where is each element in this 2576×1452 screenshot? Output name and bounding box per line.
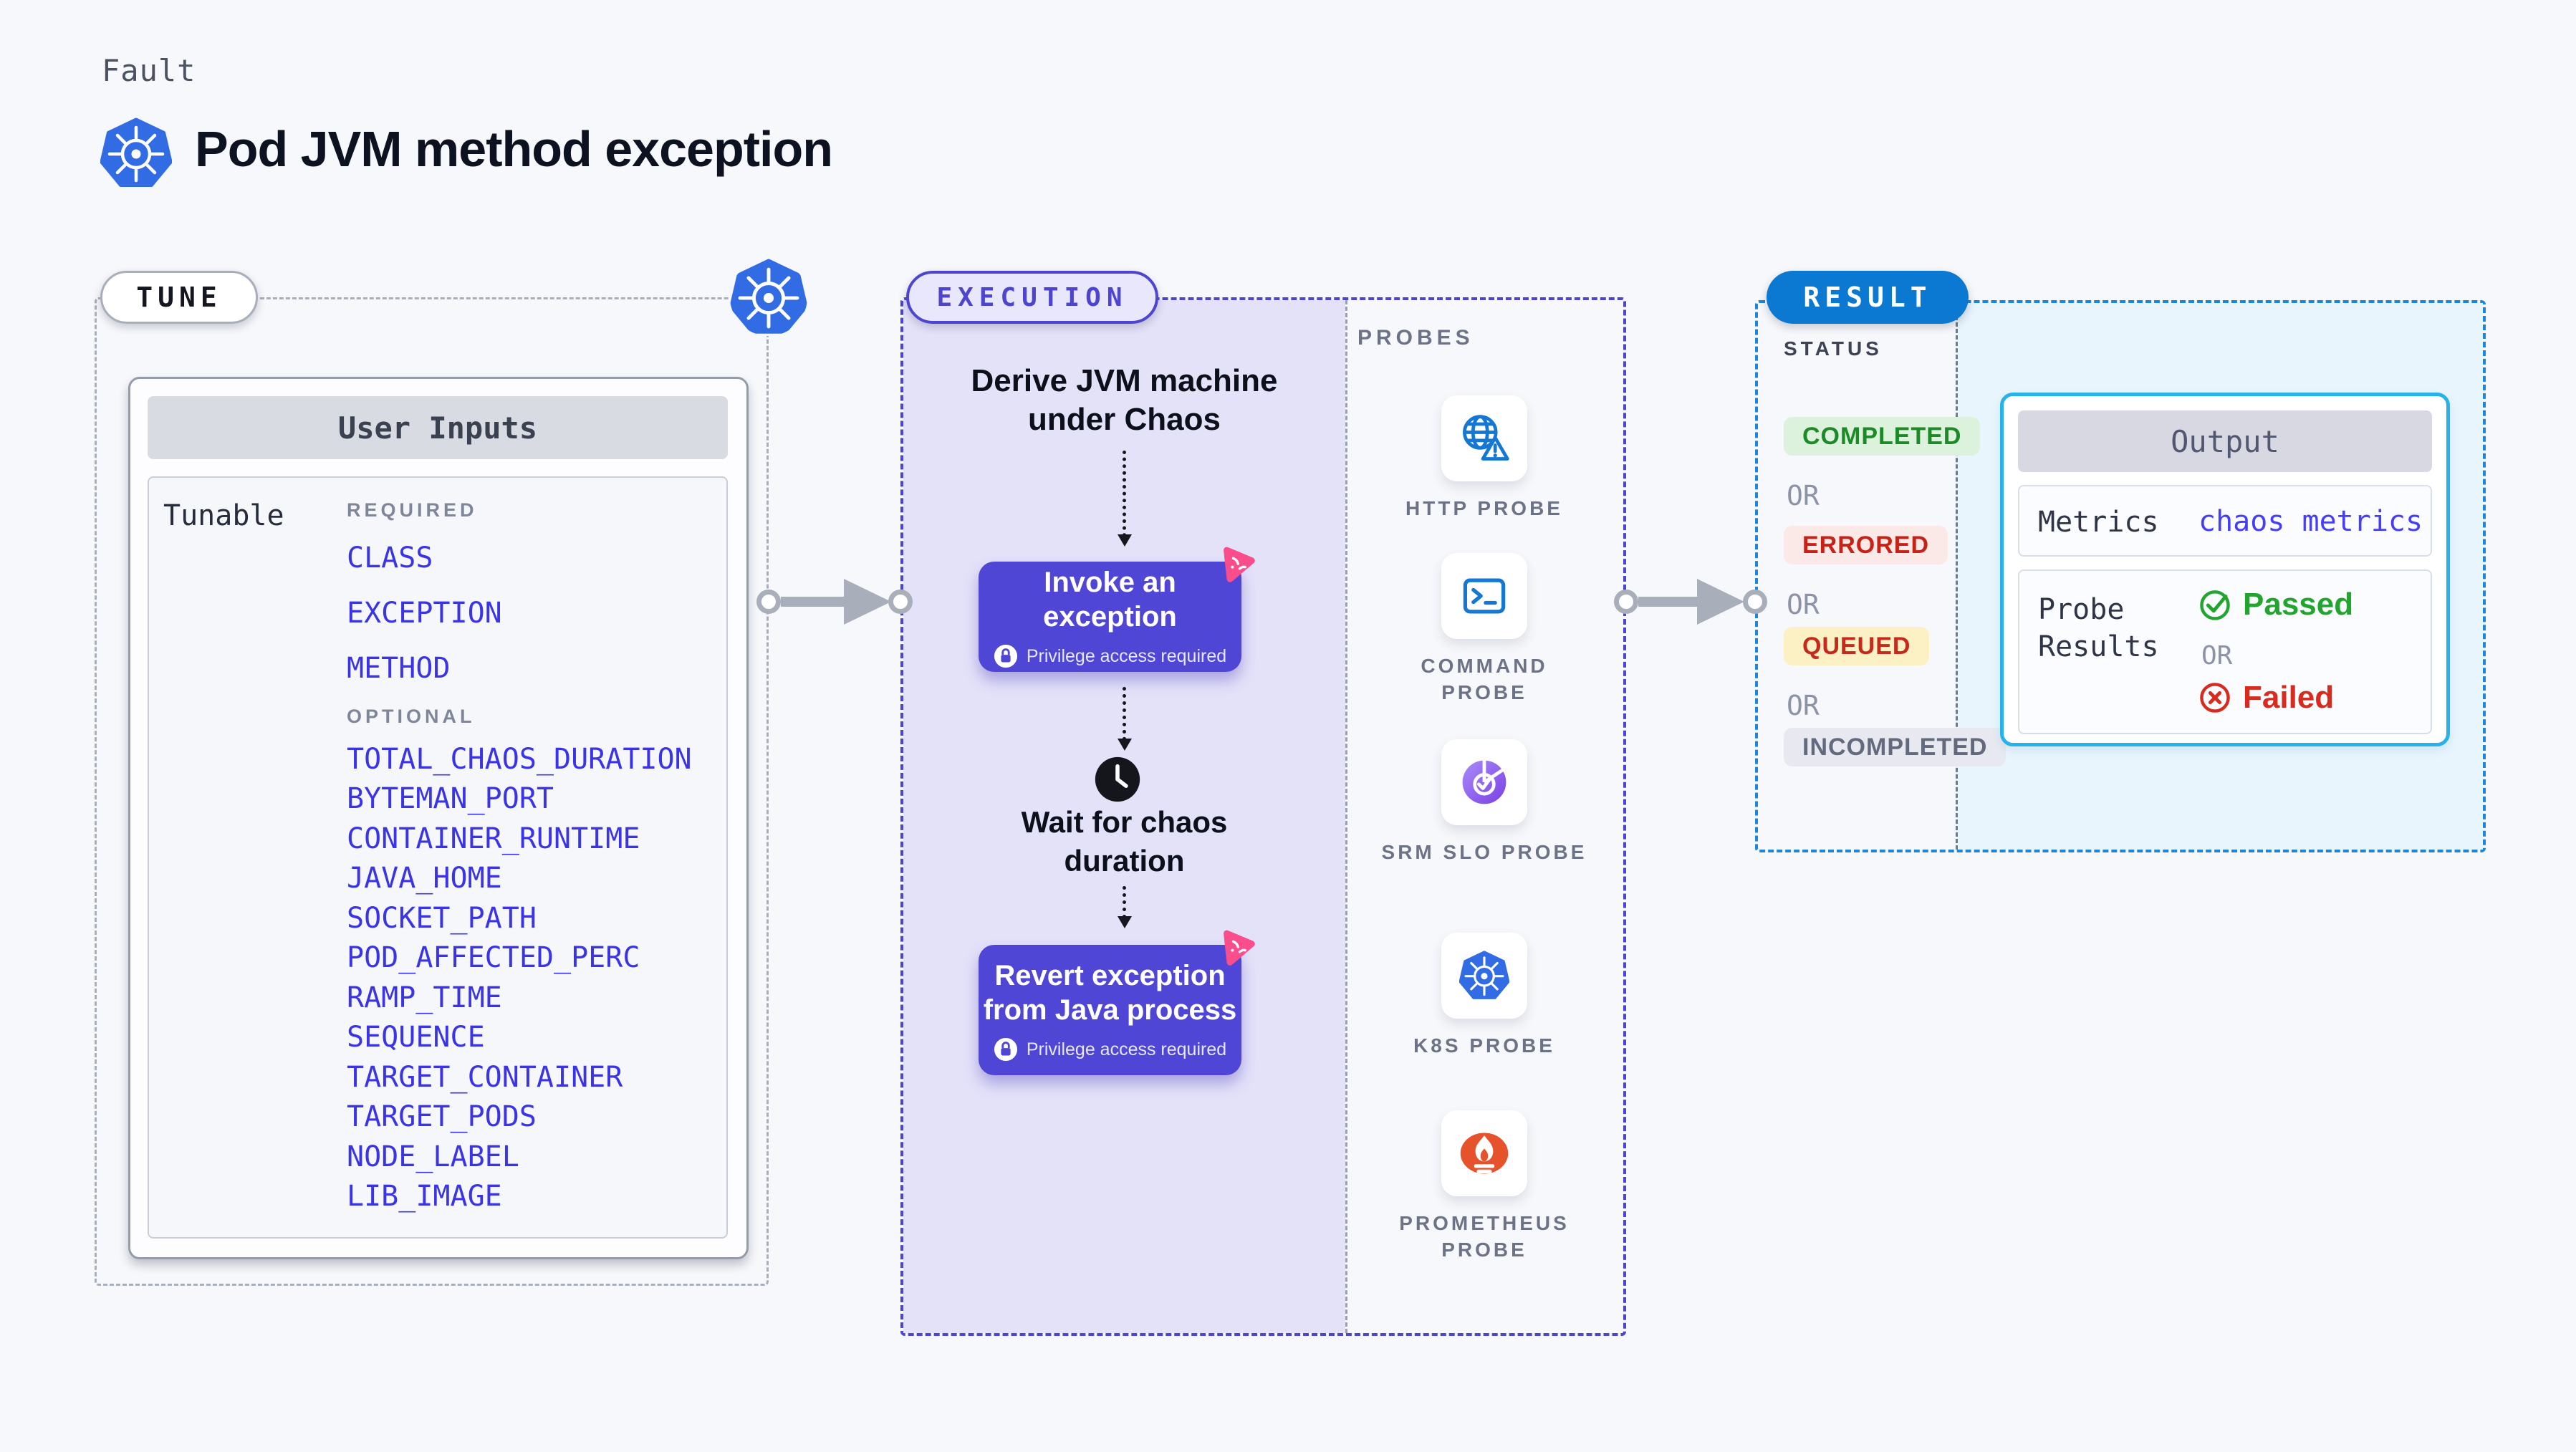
result-section-badge: RESULT [1767, 271, 1969, 324]
param-item: NODE_LABEL [347, 1140, 519, 1173]
x-circle-icon [2198, 681, 2231, 714]
param-item: SEQUENCE [347, 1021, 485, 1054]
or-label: OR [1787, 690, 1820, 721]
clock-icon [1094, 756, 1141, 803]
privilege-note: Privilege access required [994, 1037, 1226, 1062]
param-item: EXCEPTION [347, 597, 502, 630]
param-item: BYTEMAN_PORT [347, 782, 554, 815]
lock-icon [994, 644, 1018, 668]
or-label: OR [2201, 641, 2233, 670]
status-chip-completed: COMPLETED [1784, 417, 1981, 456]
kubernetes-icon [100, 117, 172, 189]
param-item: TARGET_CONTAINER [347, 1061, 623, 1094]
page-title: Pod JVM method exception [195, 121, 833, 177]
down-arrow-icon [1118, 886, 1132, 928]
required-section-label: REQUIRED [347, 499, 478, 521]
revert-exception-label: Revert exception from Java process [983, 960, 1237, 1026]
param-item: TARGET_PODS [347, 1100, 537, 1133]
http-probe-card [1441, 395, 1527, 481]
param-item: LIB_IMAGE [347, 1180, 502, 1213]
probe-label: COMMAND PROBE [1421, 655, 1548, 703]
user-inputs-card: User Inputs Tunable REQUIRED CLASS EXCEP… [128, 377, 749, 1259]
param-item: JAVA_HOME [347, 862, 502, 895]
probe-results-label: Probe Results [2038, 593, 2159, 663]
user-inputs-header: User Inputs [148, 396, 728, 459]
probes-divider [1345, 300, 1347, 1333]
failed-result: Failed [2198, 680, 2334, 716]
probe-label: K8S PROBE [1413, 1034, 1555, 1057]
output-card: Output Metrics chaos metrics Probe Resul… [2000, 393, 2450, 746]
metrics-label: Metrics [2038, 506, 2159, 539]
metrics-value: chaos metrics [2198, 505, 2423, 538]
privilege-note: Privilege access required [994, 644, 1226, 668]
or-label: OR [1787, 480, 1820, 511]
probe-label: PROMETHEUS PROBE [1399, 1212, 1570, 1261]
tunable-row-label: Tunable [163, 499, 284, 532]
kubernetes-icon [730, 259, 807, 336]
param-item: CLASS [347, 542, 433, 574]
check-circle-icon [2198, 588, 2231, 621]
status-chip-errored: ERRORED [1784, 526, 1948, 564]
down-arrow-icon [1118, 451, 1132, 547]
output-card-header: Output [2018, 410, 2432, 472]
chaos-icon [1216, 543, 1256, 583]
execution-section-box: Derive JVM machine under Chaos Invoke an… [900, 297, 1626, 1336]
passed-result: Passed [2198, 587, 2353, 622]
revert-exception-step: Revert exception from Java process Privi… [979, 945, 1241, 1075]
execution-section-badge: EXECUTION [906, 271, 1158, 324]
metrics-row: Metrics chaos metrics [2018, 485, 2432, 557]
prometheus-icon [1457, 1126, 1512, 1181]
slo-pie-icon [1457, 755, 1512, 809]
param-item: RAMP_TIME [347, 981, 502, 1014]
status-chip-queued: QUEUED [1784, 627, 1930, 665]
kubernetes-icon [1459, 951, 1509, 1001]
result-divider [1956, 303, 1958, 850]
tune-section-box: User Inputs Tunable REQUIRED CLASS EXCEP… [95, 297, 769, 1286]
tune-section-badge: TUNE [100, 271, 258, 324]
lock-icon [994, 1037, 1018, 1062]
status-label: STATUS [1784, 337, 1883, 360]
flow-arrow-execution-to-result [1614, 552, 1767, 652]
status-chip-incompleted: INCOMPLETED [1784, 728, 2007, 766]
param-item: METHOD [347, 652, 451, 685]
result-section-box: STATUS COMPLETED OR ERRORED OR QUEUED OR… [1755, 300, 2486, 852]
probe-label: SRM SLO PROBE [1381, 841, 1587, 863]
or-label: OR [1787, 589, 1820, 620]
flow-arrow-tune-to-execution [756, 552, 914, 652]
probe-results-row: Probe Results Passed OR Failed [2018, 569, 2432, 734]
step-wait-label: Wait for chaos duration [1021, 805, 1228, 878]
down-arrow-icon [1118, 687, 1132, 751]
param-item: TOTAL_CHAOS_DURATION [347, 743, 692, 776]
param-item: CONTAINER_RUNTIME [347, 822, 640, 855]
command-probe-card [1441, 553, 1527, 639]
tunable-list: Tunable REQUIRED CLASS EXCEPTION METHOD … [148, 476, 728, 1239]
terminal-icon [1457, 569, 1512, 623]
param-item: POD_AFFECTED_PERC [347, 941, 640, 974]
invoke-exception-label: Invoke an exception [1043, 567, 1177, 633]
k8s-probe-card [1441, 933, 1527, 1019]
probe-label: HTTP PROBE [1405, 497, 1563, 519]
optional-section-label: OPTIONAL [347, 706, 476, 727]
srm-slo-probe-card [1441, 739, 1527, 825]
chaos-icon [1216, 926, 1256, 966]
probes-title: PROBES [1357, 326, 1474, 350]
prometheus-probe-card [1441, 1110, 1527, 1196]
param-item: SOCKET_PATH [347, 902, 537, 935]
fault-eyebrow: Fault [102, 53, 196, 88]
invoke-exception-step: Invoke an exception Privilege access req… [979, 562, 1241, 672]
step-derive-label: Derive JVM machine under Chaos [971, 363, 1278, 437]
globe-warning-icon [1457, 411, 1512, 466]
